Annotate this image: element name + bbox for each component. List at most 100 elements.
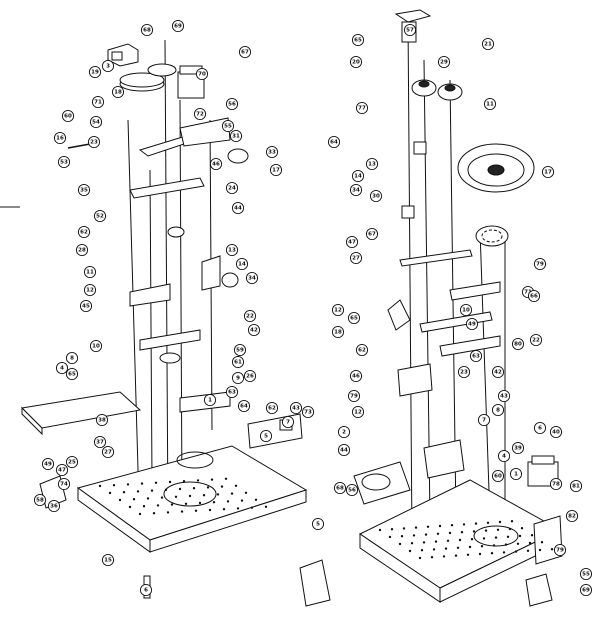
callout-label: 80 <box>514 341 522 347</box>
part-callout-54: 54 <box>89 115 103 129</box>
callout-label: 7 <box>286 419 290 425</box>
callout-label: 18 <box>334 329 342 335</box>
callout-circle <box>65 351 79 365</box>
mount-hole <box>178 487 182 491</box>
callout-label: 10 <box>462 307 470 313</box>
callout-label: 47 <box>348 239 356 245</box>
callout-label: 46 <box>352 373 360 379</box>
mount-hole <box>388 535 392 539</box>
callout-circle <box>491 365 505 379</box>
part-callout-65: 65 <box>351 33 365 47</box>
mount-hole <box>430 556 434 559</box>
mount-hole <box>520 527 524 530</box>
callout-label: 17 <box>544 169 552 175</box>
callout-circle <box>569 479 583 493</box>
mount-hole <box>494 536 498 539</box>
mount-hole <box>490 552 494 555</box>
callout-circle <box>349 369 363 383</box>
reel <box>411 79 437 97</box>
part-callout-17: 17 <box>269 163 283 177</box>
bracket-part <box>525 573 553 607</box>
callout-circle <box>225 181 239 195</box>
mount-hole <box>180 510 184 513</box>
bracket-part <box>201 255 221 291</box>
callout-label: 39 <box>514 445 522 451</box>
mount-hole <box>136 490 140 493</box>
mount-hole <box>132 498 136 501</box>
part-callout-21: 21 <box>481 37 495 51</box>
callout-circle <box>327 135 341 149</box>
callout-circle <box>87 135 101 149</box>
mount-hole <box>466 553 470 556</box>
callout-label: 31 <box>232 133 240 139</box>
mount-hole <box>210 478 214 481</box>
mount-hole <box>518 534 522 538</box>
callout-circle <box>331 325 345 339</box>
part-callout-8: 8 <box>65 351 79 365</box>
power-bracket <box>533 515 563 565</box>
callout-circle <box>365 157 379 171</box>
callout-label: 12 <box>334 307 342 313</box>
part-callout-27: 27 <box>101 445 115 459</box>
callout-circle <box>55 361 69 375</box>
callout-circle <box>101 445 115 459</box>
callout-label: 15 <box>104 557 112 563</box>
callout-label: 52 <box>96 213 104 219</box>
callout-label: 8 <box>496 407 500 413</box>
part-callout-22: 22 <box>243 309 257 323</box>
guide-line <box>164 39 169 521</box>
slider <box>129 283 171 307</box>
chassis-holes <box>98 477 268 516</box>
mount-hole <box>424 533 428 536</box>
callout-circle <box>111 85 125 99</box>
callout-circle <box>65 367 79 381</box>
part-callout-20: 20 <box>349 55 363 69</box>
callout-label: 35 <box>80 187 88 193</box>
callout-label: 29 <box>440 59 448 65</box>
part-callout-15: 15 <box>101 553 115 567</box>
mount-hole <box>154 481 158 484</box>
part-callout-22: 22 <box>529 333 543 347</box>
callout-circle <box>231 371 245 385</box>
part-callout-4: 4 <box>55 361 69 375</box>
block-part <box>401 205 415 219</box>
part-callout-73: 73 <box>301 405 315 419</box>
callout-label: 13 <box>368 161 376 167</box>
callout-circle <box>221 119 235 133</box>
part-callout-47: 47 <box>345 235 359 249</box>
callout-circle <box>337 425 351 439</box>
callout-label: 57 <box>406 27 414 33</box>
part-callout-69: 69 <box>579 583 593 597</box>
callout-label: 16 <box>56 135 64 141</box>
part-callout-59: 59 <box>233 343 247 357</box>
part-callout-6: 6 <box>139 583 153 597</box>
callout-circle <box>195 67 209 81</box>
callout-label: 53 <box>60 159 68 165</box>
part-callout-74: 74 <box>57 477 71 491</box>
part-callout-68: 68 <box>333 481 347 495</box>
callout-circle <box>171 19 185 33</box>
callout-label: 1 <box>208 397 212 403</box>
mount-hole <box>450 524 454 527</box>
callout-circle <box>89 339 103 353</box>
mount-hole <box>550 548 554 551</box>
callout-circle <box>93 435 107 449</box>
callout-circle <box>265 145 279 159</box>
mount-hole <box>528 541 532 545</box>
gear <box>159 352 181 364</box>
callout-label: 12 <box>86 287 94 293</box>
callout-label: 68 <box>336 485 344 491</box>
part-callout-1: 1 <box>509 467 523 481</box>
callout-label: 43 <box>500 393 508 399</box>
part-callout-10: 10 <box>89 339 103 353</box>
part-callout-44: 44 <box>337 443 351 457</box>
callout-circle <box>331 303 345 317</box>
callout-label: 22 <box>246 313 254 319</box>
mount-hole <box>470 538 474 541</box>
callout-circle <box>457 365 471 379</box>
mount-hole <box>118 498 122 502</box>
reel-disc <box>119 72 165 88</box>
callout-label: 64 <box>240 403 248 409</box>
